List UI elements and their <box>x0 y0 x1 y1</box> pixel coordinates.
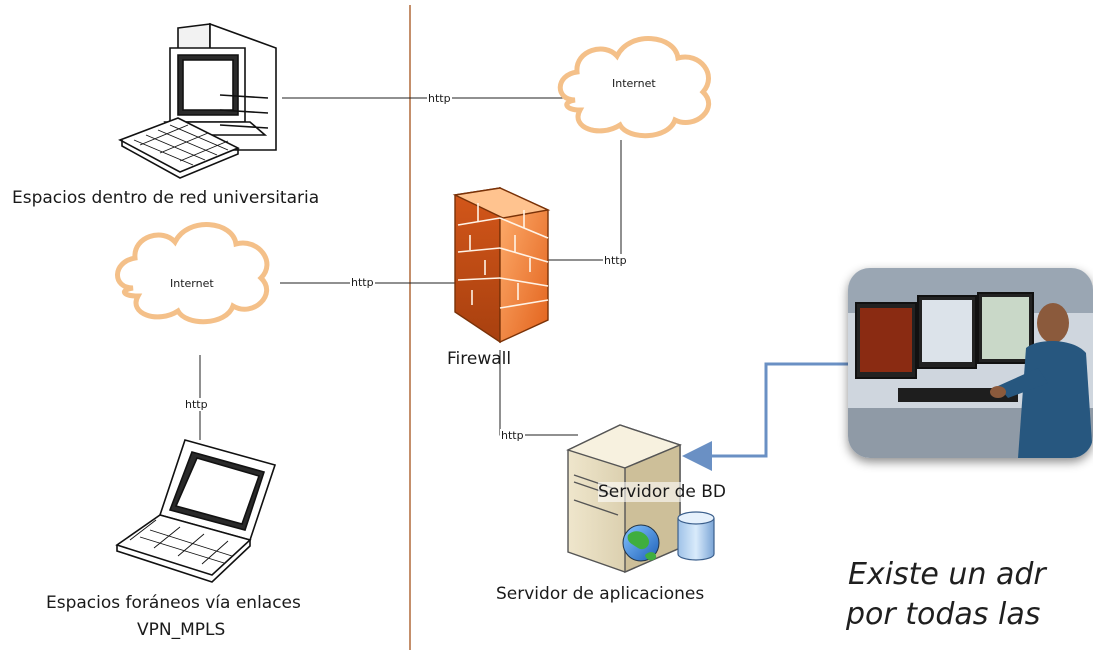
globe-icon <box>622 524 660 562</box>
desktop-label: Espacios dentro de red universitaria <box>12 188 320 208</box>
cloud-top-label: Internet <box>612 77 656 90</box>
app-server-label: Servidor de aplicaciones <box>496 584 705 604</box>
http-label-left-cloud: http <box>350 276 375 289</box>
cloud-internet-top <box>557 36 712 139</box>
laptop-icon <box>115 439 277 583</box>
laptop-label-line1: Espacios foráneos vía enlaces <box>46 593 301 613</box>
db-server-label: Servidor de BD <box>598 482 727 502</box>
cloud-left-label: Internet <box>170 277 214 290</box>
firewall-icon <box>452 186 551 344</box>
http-label-firewall-top: http <box>603 254 628 267</box>
side-text-line1: Existe un adr <box>848 557 1046 592</box>
desktop-computer-icon <box>118 22 277 179</box>
database-icon <box>677 511 715 561</box>
http-label-desktop: http <box>427 92 452 105</box>
firewall-label: Firewall <box>447 349 512 369</box>
laptop-label-line2: VPN_MPLS <box>137 620 226 640</box>
cloud-internet-left <box>115 222 270 325</box>
side-text-line2: por todas las <box>846 597 1041 632</box>
http-label-laptop: http <box>184 398 209 411</box>
administrator-photo <box>848 268 1093 458</box>
admin-arrow <box>682 362 848 471</box>
http-label-server: http <box>500 429 525 442</box>
